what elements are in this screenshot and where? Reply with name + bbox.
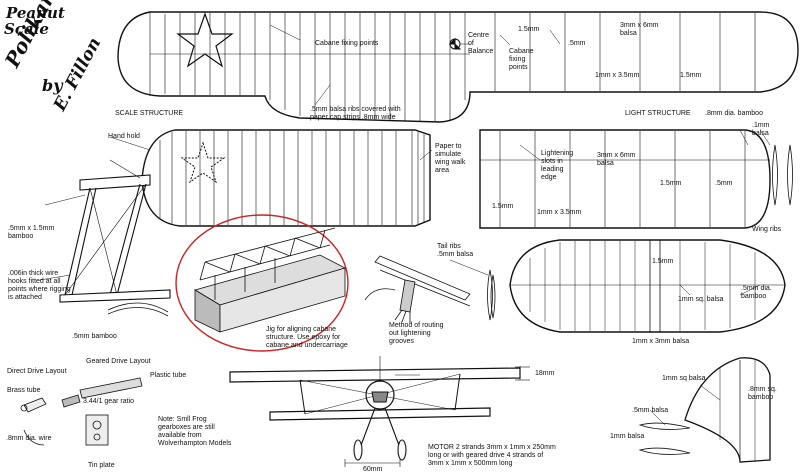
label-bamboo-5mm: .5mm bamboo — [72, 333, 117, 340]
label-brass-tube: Brass tube — [7, 387, 41, 394]
tailplane-ribs — [529, 241, 756, 331]
label-wing-ribs: Wing ribs — [752, 226, 782, 233]
label-paper-walk: Paper to simulate wing walk area — [435, 143, 466, 174]
label-balsa-3x6-mid: 3mm x 6mm balsa — [597, 152, 636, 167]
label-hand-hold: Hand hold — [108, 133, 140, 140]
top-wing — [117, 11, 799, 123]
title-scale: Scale — [4, 20, 49, 38]
label-plastic-tube: Plastic tube — [150, 372, 187, 379]
label-balsa-1x3: 1mm x 3mm balsa — [632, 338, 690, 345]
tail-rib-profiles — [487, 269, 496, 321]
label-dim-60mm: 60mm — [363, 466, 383, 473]
label-routing-note: Method of routing out lightening grooves — [389, 322, 444, 345]
label-dim-18mm: 18mm — [535, 370, 555, 377]
label-frog-note: Note: Smll Frog gearboxes are still avai… — [158, 416, 232, 447]
label-bamboo-5x1-5: .5mm x 1.5mm bamboo — [8, 225, 55, 240]
label-wire-hooks: .006in thick wire hooks fitted at all po… — [8, 270, 71, 301]
direct-drive-detail — [20, 397, 47, 446]
label-bamboo-8mm-sq: .8mm sq. bamboo — [748, 386, 777, 401]
leader-lines — [39, 24, 771, 426]
label-1-5mm-left: 1.5mm — [492, 203, 514, 210]
label-balsa-1mm: .1mm balsa — [752, 122, 770, 137]
label-lightening-slots: Lightening slots in leading edge — [541, 150, 574, 181]
label-balsa-3x6-top: 3mm x 6mm balsa — [620, 22, 659, 37]
label-5mm-top: .5mm — [568, 40, 586, 47]
label-gear-ratio: 3.44/1 gear ratio — [83, 398, 134, 405]
label-direct-drive: Direct Drive Layout — [7, 368, 67, 375]
bamboo-hook-detail — [107, 302, 169, 317]
label-5mm-mid: .5mm — [715, 180, 733, 187]
fin-rib-profiles — [638, 422, 691, 455]
lower-wing-light — [479, 129, 771, 229]
label-1-5mm-top: 1.5mm — [518, 26, 540, 33]
top-wing-star — [176, 12, 234, 68]
jig-highlight-circle — [175, 214, 349, 352]
label-balsa-1mm-sq-fin: 1mm sq balsa — [662, 375, 706, 382]
label-bamboo-5mm-dia: .5mm dia. bamboo — [741, 285, 772, 300]
label-jig-note: Jig for aligning cabane structure. Use e… — [266, 326, 348, 349]
title-peanut: Peanut — [6, 4, 65, 22]
label-tin-plate: Tin plate — [88, 462, 115, 469]
label-1-5mm-tail: 1.5mm — [652, 258, 674, 265]
label-bamboo-8mm: .8mm dia. bamboo — [705, 110, 763, 117]
label-balsa-1mm-sq: 1mm sq. balsa — [678, 296, 724, 303]
tailplane — [509, 239, 786, 333]
label-1x3-5-mid: 1mm x 3.5mm — [537, 209, 582, 216]
lower-wing-scale-ribs — [159, 131, 397, 225]
strut-side-view — [59, 159, 171, 303]
title-by: by — [42, 76, 63, 95]
label-1x3-5-top: 1mm x 3.5mm — [595, 72, 640, 79]
lower-wing-scale — [141, 129, 431, 227]
label-cabane-fixing-points-2: Cabane fixing points — [509, 48, 534, 71]
label-1-5mm-mid: 1.5mm — [660, 180, 682, 187]
label-balsa-1mm-fin: 1mm balsa — [610, 433, 645, 440]
label-motor-note: MOTOR 2 strands 3mm x 1mm x 250mm long o… — [428, 444, 556, 467]
cabane-jig — [193, 227, 347, 333]
label-wire-8mm: .8mm dia. wire — [6, 435, 52, 442]
label-cabane-fixing-points: Cabane fixing points — [315, 40, 379, 47]
label-balsa-5mm-fin: .5mm balsa — [632, 407, 669, 414]
lower-wing-light-ribs — [499, 131, 746, 227]
top-wing-ribs — [164, 13, 756, 121]
lower-wing-star — [180, 141, 226, 184]
label-tail-ribs: Tail ribs .5mm balsa — [437, 243, 474, 258]
front-view-aircraft — [229, 356, 530, 467]
wing-rib-profiles — [772, 144, 793, 206]
label-scale-structure: SCALE STRUCTURE — [115, 110, 184, 117]
label-light-structure: LIGHT STRUCTURE — [625, 110, 691, 117]
fin-rudder — [684, 357, 771, 463]
routing-method — [364, 255, 471, 323]
label-ribs-note: .5mm balsa ribs covered with paper cap s… — [310, 106, 401, 121]
label-geared-drive: Geared Drive Layout — [86, 358, 151, 365]
label-1-5mm-top-right: 1.5mm — [680, 72, 702, 79]
geared-drive-detail — [61, 377, 143, 446]
label-centre-of-balance: Centre of Balance — [468, 32, 494, 55]
